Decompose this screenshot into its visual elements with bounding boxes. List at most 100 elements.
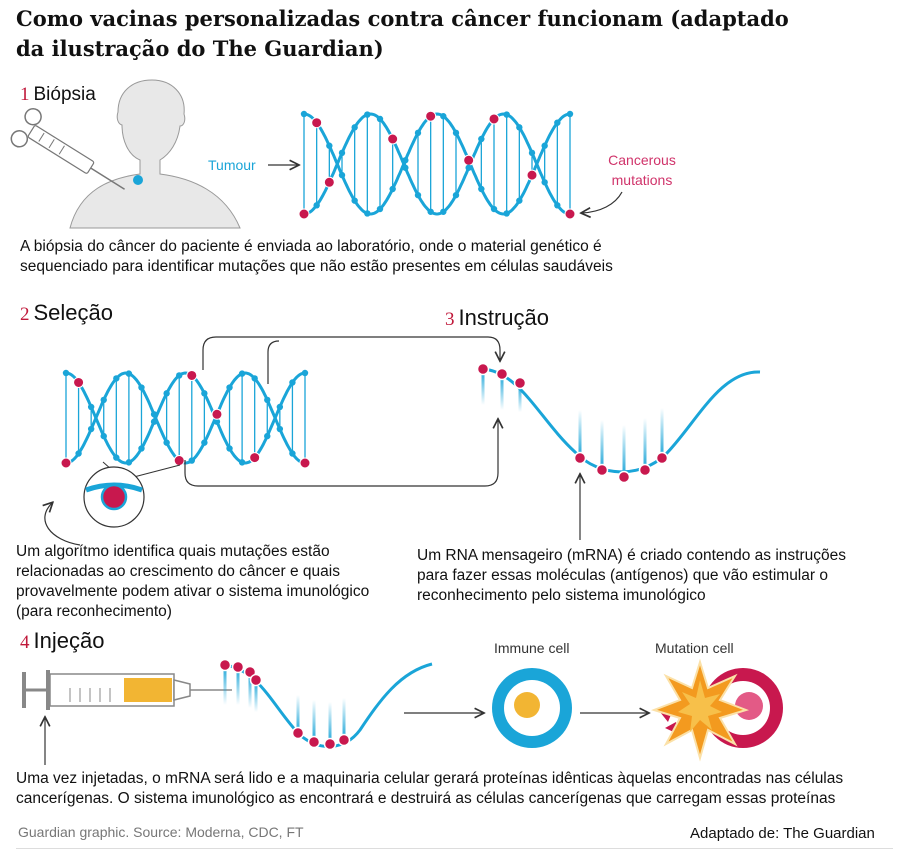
step-2-text: Um algorítmo identifica quais mutações e… (16, 543, 370, 620)
dna-node (503, 210, 510, 217)
dna-node (289, 379, 296, 386)
dna-node (150, 418, 158, 425)
dna-double-helix-1 (298, 110, 576, 220)
mutation-dot (488, 113, 500, 125)
dna-node (87, 425, 95, 433)
mutations-arrow (582, 191, 623, 213)
mrna-base (236, 667, 240, 705)
step-4-text: Uma vez injetadas, o mRNA será lido e a … (16, 770, 844, 807)
dna-node (62, 369, 70, 377)
dna-node (503, 111, 510, 118)
dna-node (251, 375, 258, 382)
injection-syringe-icon (22, 670, 232, 710)
mrna-strand-1 (476, 362, 761, 484)
dna-node (213, 418, 221, 425)
mutation-dot (513, 376, 527, 390)
mutation-dot (463, 154, 475, 166)
dna-node (301, 369, 309, 377)
mrna-base (296, 695, 300, 733)
dna-node (113, 454, 120, 461)
mutation-dot (218, 658, 232, 672)
dna-node (490, 205, 498, 213)
dna-node (516, 124, 523, 131)
dna-node (226, 384, 233, 391)
dna-node (150, 411, 158, 418)
algorithm-arrow (45, 503, 81, 546)
footer-divider (16, 848, 893, 849)
dna-node (528, 149, 536, 157)
mutation-dot (298, 208, 310, 220)
mrna-base (600, 420, 604, 470)
mutation-cell-label: Mutation cell (655, 640, 734, 656)
dna-node (138, 384, 145, 391)
mutation-dot (307, 735, 321, 749)
mutation-dot (387, 133, 399, 145)
dna-node (414, 129, 422, 137)
dna-node (201, 439, 208, 446)
dna-node (402, 164, 409, 171)
mrna-base (312, 700, 316, 742)
dna-node (389, 185, 396, 193)
dna-node (326, 142, 333, 149)
mutation-dot (425, 110, 437, 122)
dna-node (276, 425, 284, 433)
dna-node (338, 149, 346, 157)
mutation-dot (526, 169, 538, 181)
dna-strand (65, 371, 306, 465)
mutation-dot (73, 376, 85, 388)
dna-node (138, 445, 145, 452)
dna-node (351, 124, 358, 131)
mutation-dot (573, 451, 587, 465)
dna-strand (65, 371, 306, 465)
mrna-base (500, 374, 504, 410)
dna-node (351, 197, 358, 204)
mutation-dot (249, 452, 261, 464)
dna-node (238, 459, 246, 466)
mutation-dot (231, 660, 245, 674)
patient-illustration (69, 79, 241, 229)
dna-node (163, 439, 170, 446)
dna-node (276, 403, 284, 411)
step-1-number: 1 (20, 84, 30, 105)
mrna-backbone (482, 367, 761, 474)
dna-node (176, 372, 183, 379)
step-1-heading: 1 Biópsia (20, 84, 96, 106)
dna-node (100, 396, 107, 404)
mutation-dot (337, 733, 351, 747)
mrna-base (342, 698, 346, 740)
dna-node (541, 179, 548, 186)
mrna-base (643, 418, 647, 470)
dna-node (338, 171, 346, 179)
dna-node (440, 113, 447, 120)
mutation-dot (311, 117, 323, 129)
selection-to-instruction-connectors (184, 336, 500, 487)
mutation-dot (173, 455, 185, 467)
step-2-number: 2 (20, 304, 30, 325)
dna-node (465, 164, 472, 171)
dna-node (264, 396, 271, 404)
dna-node (125, 370, 133, 377)
mrna-base (254, 680, 258, 712)
step-3-text: Um RNA mensageiro (mRNA) é criado conten… (417, 547, 847, 604)
mutation-zoom-icon (83, 461, 181, 528)
mutation-dot (495, 367, 509, 381)
dna-node (113, 375, 120, 382)
step-4-heading: 4 Injeção (20, 628, 104, 654)
dna-node (452, 191, 460, 199)
dna-node (427, 208, 434, 215)
tumour-label: Tumour (208, 157, 256, 173)
mutation-dot (186, 369, 198, 381)
step-2-heading: 2 Seleção (20, 300, 113, 326)
step-3-heading: 3 Instrução (445, 305, 549, 331)
step-4-number: 4 (20, 632, 30, 653)
page-title: Como vacinas personalizadas contra cânce… (16, 6, 789, 61)
source-note: Guardian graphic. Source: Moderna, CDC, … (18, 824, 304, 840)
dna-node (313, 202, 320, 209)
immune-cell-icon (492, 668, 572, 748)
dna-double-helix-2 (60, 369, 311, 469)
mrna-base (223, 665, 227, 705)
dna-node (376, 115, 384, 123)
dna-strand (303, 112, 571, 216)
mrna-base (328, 702, 332, 744)
